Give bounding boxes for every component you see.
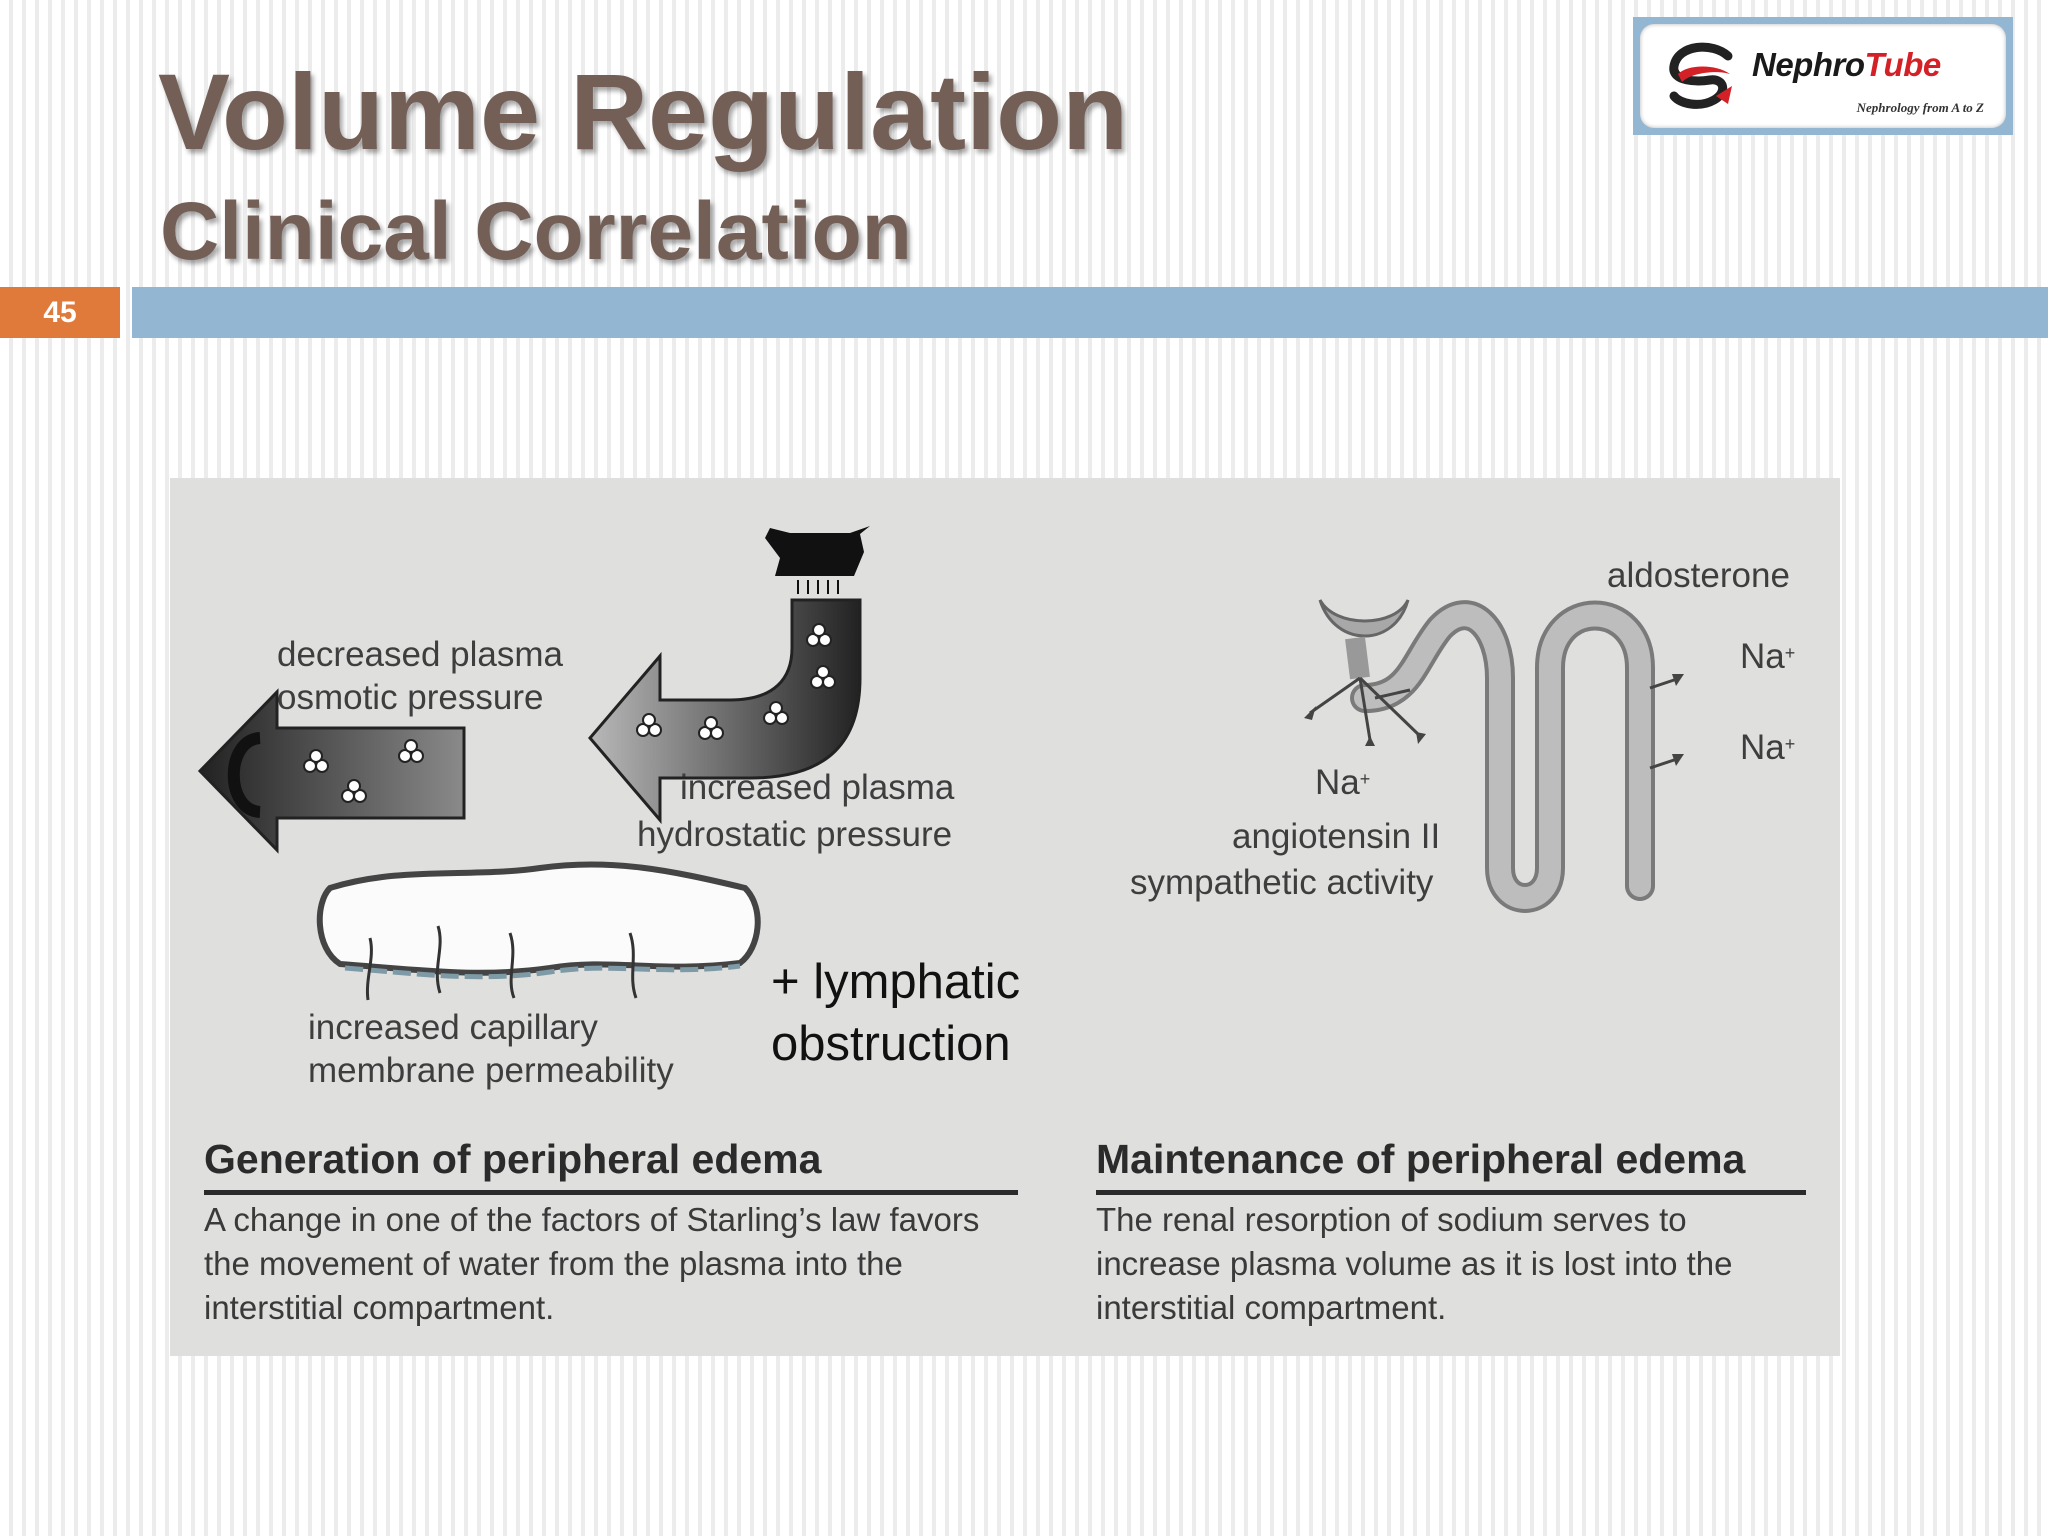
logo-swirl-icon	[1669, 42, 1733, 109]
slide-title: Volume Regulation	[158, 51, 1129, 172]
logo-tagline: Nephrology from A to Z	[1856, 100, 1984, 115]
label-permeability-line1: increased capillary	[308, 1008, 598, 1047]
edema-figure: decreased plasma osmotic pressure increa…	[170, 478, 1840, 1356]
capillary-icon	[316, 861, 761, 1001]
na-1-symbol: Na	[1740, 637, 1785, 676]
label-na-1: Na+	[1740, 635, 1795, 679]
label-na-2: Na+	[1740, 726, 1795, 770]
caption-left-text: A change in one of the factors of Starli…	[204, 1201, 980, 1326]
label-aldosterone: aldosterone	[1607, 556, 1790, 595]
na-1-charge: +	[1784, 643, 1796, 663]
na-3-symbol: Na	[1315, 763, 1360, 802]
faucet-icon	[765, 526, 870, 594]
label-hydrostatic-line2: hydrostatic pressure	[637, 815, 953, 854]
slide-number: 45	[0, 287, 120, 338]
header-bar	[132, 287, 2048, 338]
caption-left-rule	[204, 1190, 1018, 1195]
label-lymphatic-line2: obstruction	[771, 1017, 1011, 1071]
na-2-charge: +	[1784, 734, 1796, 754]
label-permeability-line2: membrane permeability	[308, 1051, 674, 1090]
nephron-icon	[1304, 599, 1684, 913]
caption-left-title: Generation of peripheral edema	[204, 1136, 822, 1182]
hydrostatic-arrow	[588, 598, 862, 825]
label-osmotic-line1: decreased plasma	[277, 635, 563, 674]
caption-right-rule	[1096, 1190, 1806, 1195]
label-na-3: Na+	[1315, 761, 1370, 805]
caption-right-title: Maintenance of peripheral edema	[1096, 1136, 1746, 1182]
nephrotube-logo: NephroTube Nephrology from A to Z	[1633, 17, 2013, 135]
caption-right-text: The renal resorption of sodium serves to…	[1096, 1201, 1733, 1326]
na-2-symbol: Na	[1740, 728, 1785, 767]
label-hydrostatic-line1: increased plasma	[680, 768, 955, 807]
logo-name-part2: Tube	[1864, 46, 1942, 83]
logo-name-part1: Nephro	[1752, 46, 1865, 83]
logo-badge: NephroTube Nephrology from A to Z	[1640, 24, 2006, 128]
label-angiotensin: angiotensin II	[1232, 817, 1441, 856]
na-3-charge: +	[1359, 769, 1371, 789]
slide-subtitle: Clinical Correlation	[160, 186, 912, 277]
label-osmotic-line2: osmotic pressure	[277, 678, 544, 717]
label-sympathetic: sympathetic activity	[1130, 863, 1434, 902]
edema-illustration	[197, 526, 1684, 1001]
label-lymphatic-line1: + lymphatic	[771, 955, 1021, 1009]
osmotic-arrow	[197, 688, 466, 854]
logo-wordmark: NephroTube	[1752, 46, 1941, 84]
